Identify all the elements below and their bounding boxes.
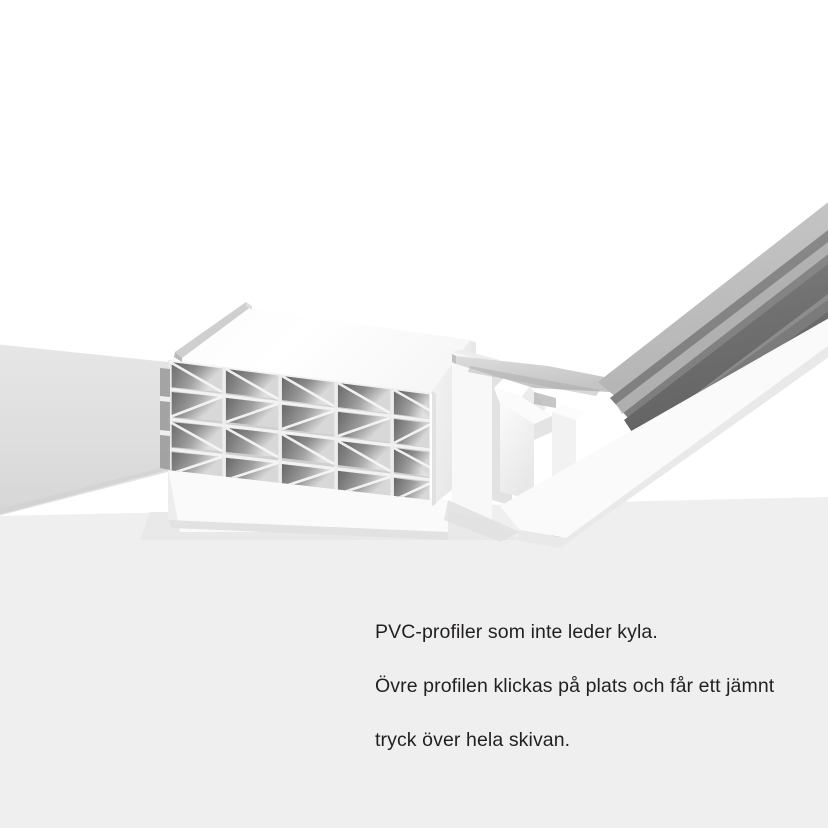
caption-line-2: Övre profilen klickas på plats och får e… bbox=[375, 675, 775, 697]
profile-outer-face bbox=[0, 344, 168, 516]
floor-shadow-right bbox=[444, 500, 520, 542]
base-sill bbox=[500, 318, 828, 548]
caption-line-1: PVC-profiler som inte leder kyla. bbox=[375, 621, 658, 643]
end-chamber-shadow bbox=[160, 368, 170, 470]
thin-lip-flange bbox=[174, 302, 252, 362]
caption-line-3: tryck över hela skivan. bbox=[375, 729, 571, 751]
profile-bottom-flange bbox=[168, 468, 448, 540]
triangulated-chamber-grid bbox=[168, 360, 430, 500]
caption-text: PVC-profiler som inte leder kyla. Övre p… bbox=[375, 592, 805, 781]
